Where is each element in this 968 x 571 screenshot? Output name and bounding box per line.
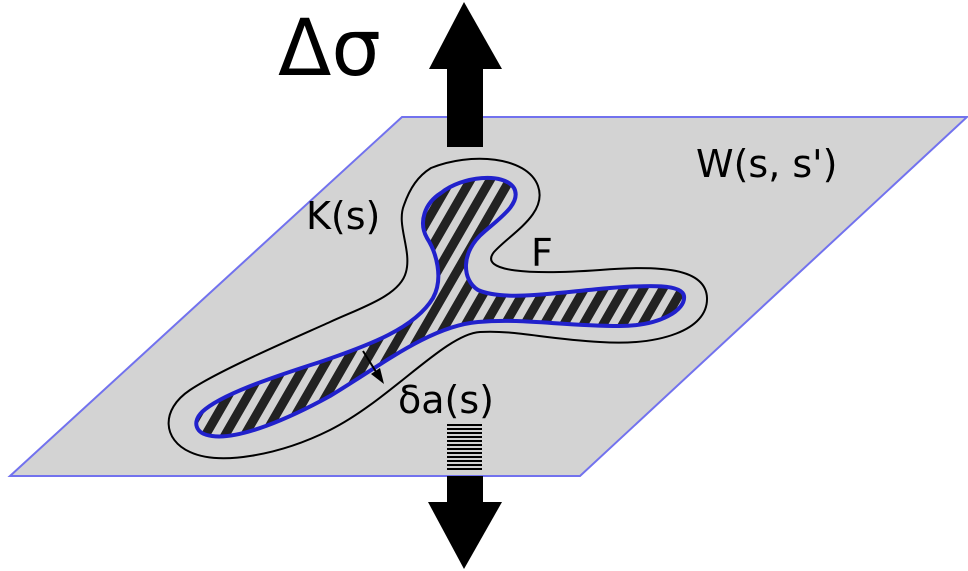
increment-label: δa(s) — [398, 378, 494, 422]
crack-region-f — [194, 175, 687, 439]
tension-arrow-down — [428, 476, 502, 569]
striped-shaft — [447, 424, 482, 470]
interface-label: W(s, s') — [696, 142, 838, 186]
tension-arrow-up — [429, 2, 502, 147]
advance-arrow — [362, 350, 384, 384]
delta-sigma-label: Δσ — [278, 4, 381, 94]
contour-k — [167, 157, 709, 460]
region-label: F — [531, 231, 553, 275]
contour-label: K(s) — [306, 194, 381, 238]
